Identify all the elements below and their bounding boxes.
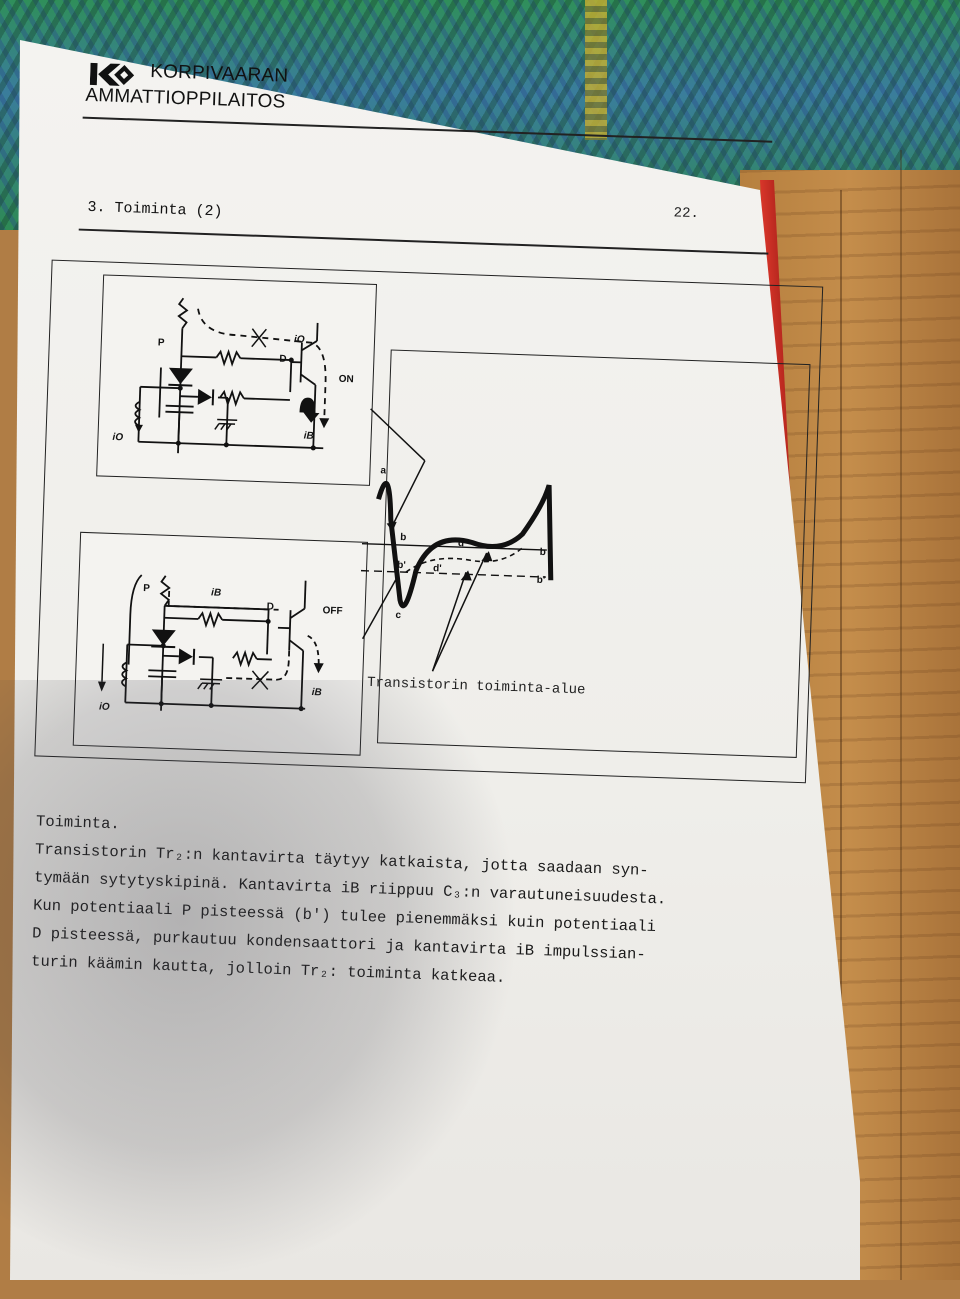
label-b-right: b bbox=[540, 547, 546, 558]
label-b-prime-right: b' bbox=[537, 575, 546, 586]
label-a-right: a bbox=[544, 487, 550, 498]
waveform-drawing bbox=[355, 459, 805, 754]
label-b-prime-left: b' bbox=[397, 560, 406, 571]
waveform-graph: a a b d b b' d' b' c bbox=[355, 459, 805, 754]
label-b-left: b bbox=[400, 532, 406, 543]
body-text: Toiminta. Transistorin Tr₂:n kantavirta … bbox=[31, 807, 776, 1001]
label-d-prime: d' bbox=[433, 563, 442, 574]
label-d: d bbox=[458, 538, 464, 549]
label-a-left: a bbox=[380, 465, 386, 476]
label-c: c bbox=[395, 610, 401, 621]
